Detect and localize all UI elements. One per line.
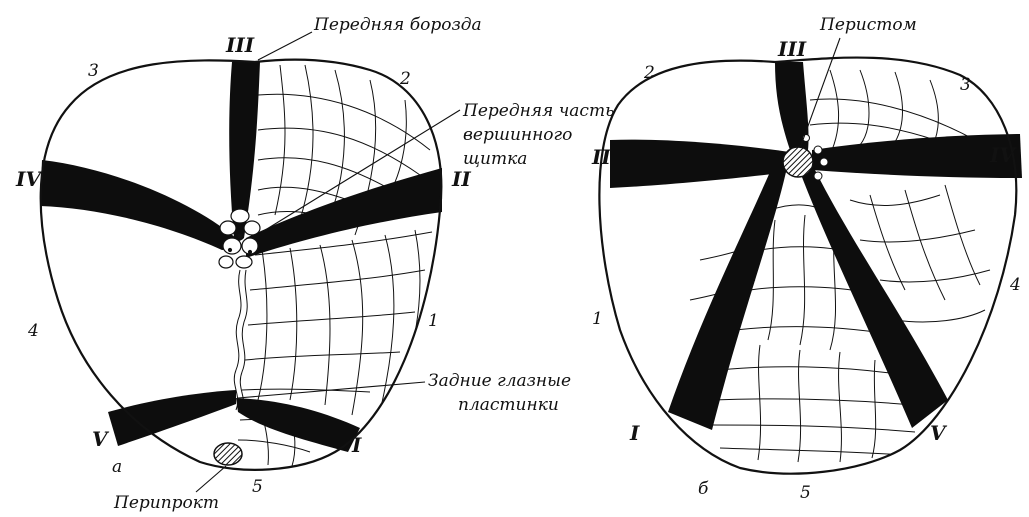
panel-a — [39, 31, 461, 493]
peristome-b — [782, 146, 814, 178]
label-peristome: Перистом — [819, 15, 917, 35]
ambulacrum-III-b — [775, 62, 809, 155]
ambulacrum-label-V-a: V — [92, 427, 110, 451]
ambulacrum-II-a — [246, 168, 442, 258]
peristome-plates-b — [802, 134, 829, 181]
label-panel-a: а — [112, 457, 122, 477]
number-4-a: 4 — [27, 321, 39, 341]
number-2-a: 2 — [399, 69, 411, 89]
ambulacrum-label-I-a: I — [351, 433, 362, 457]
ambulacrum-V-a — [108, 390, 236, 446]
apical-disc-a — [218, 208, 261, 269]
ambulacrum-I-b — [668, 172, 786, 430]
number-3-b: 3 — [960, 75, 971, 95]
ambulacrum-label-II-a: II — [451, 167, 471, 191]
ambulacrum-II-b — [610, 139, 790, 188]
ambulacrum-III-a — [229, 62, 260, 241]
ambulacrum-label-IV-b: IV — [989, 143, 1017, 167]
ambulacrum-IV-b — [812, 134, 1022, 178]
periproct-a — [213, 442, 243, 466]
ambulacrum-label-II-b: II — [591, 145, 611, 169]
ambulacrum-I-a — [236, 398, 360, 452]
ambulacrum-label-I-b: I — [629, 421, 640, 445]
label-apical-shield-line2: вершинного — [463, 125, 572, 145]
ambulacrum-label-IV-a: IV — [15, 167, 43, 191]
plate-network-b — [689, 69, 991, 463]
label-apical-shield-line3: щитка — [463, 149, 527, 169]
ambulacrum-label-V-b: V — [930, 421, 948, 445]
panel-b — [598, 37, 1022, 475]
ambulacrum-label-III-b: III — [777, 37, 807, 61]
number-4-b: 4 — [1009, 275, 1021, 295]
number-1-a: 1 — [428, 311, 439, 331]
label-posterior-ocular-line1: Задние глазные — [428, 371, 571, 391]
label-panel-b: б — [698, 479, 709, 499]
number-1-b: 1 — [592, 309, 603, 329]
leader-periproct — [195, 465, 227, 493]
leader-posterior-ocular — [237, 381, 426, 399]
leader-peristome — [799, 37, 841, 149]
test-outline-a — [39, 58, 443, 471]
label-apical-shield-line1: Передняя часть — [462, 101, 614, 121]
number-5-a: 5 — [252, 477, 263, 497]
plate-network-a — [233, 64, 433, 467]
label-periproct: Перипрокт — [113, 493, 219, 513]
number-5-b: 5 — [800, 483, 811, 503]
test-outline-b — [598, 56, 1018, 475]
ambulacrum-IV-a — [40, 160, 236, 250]
leader-anterior-groove — [257, 31, 313, 61]
ambulacrum-label-III-a: III — [225, 33, 255, 57]
label-anterior-groove: Передняя борозда — [313, 15, 482, 35]
label-posterior-ocular-line2: пластинки — [458, 395, 559, 415]
number-3-a: 3 — [88, 61, 99, 81]
number-2-b: 2 — [643, 63, 655, 83]
ambulacrum-V-b — [800, 168, 948, 428]
leader-apical-shield — [261, 109, 461, 233]
